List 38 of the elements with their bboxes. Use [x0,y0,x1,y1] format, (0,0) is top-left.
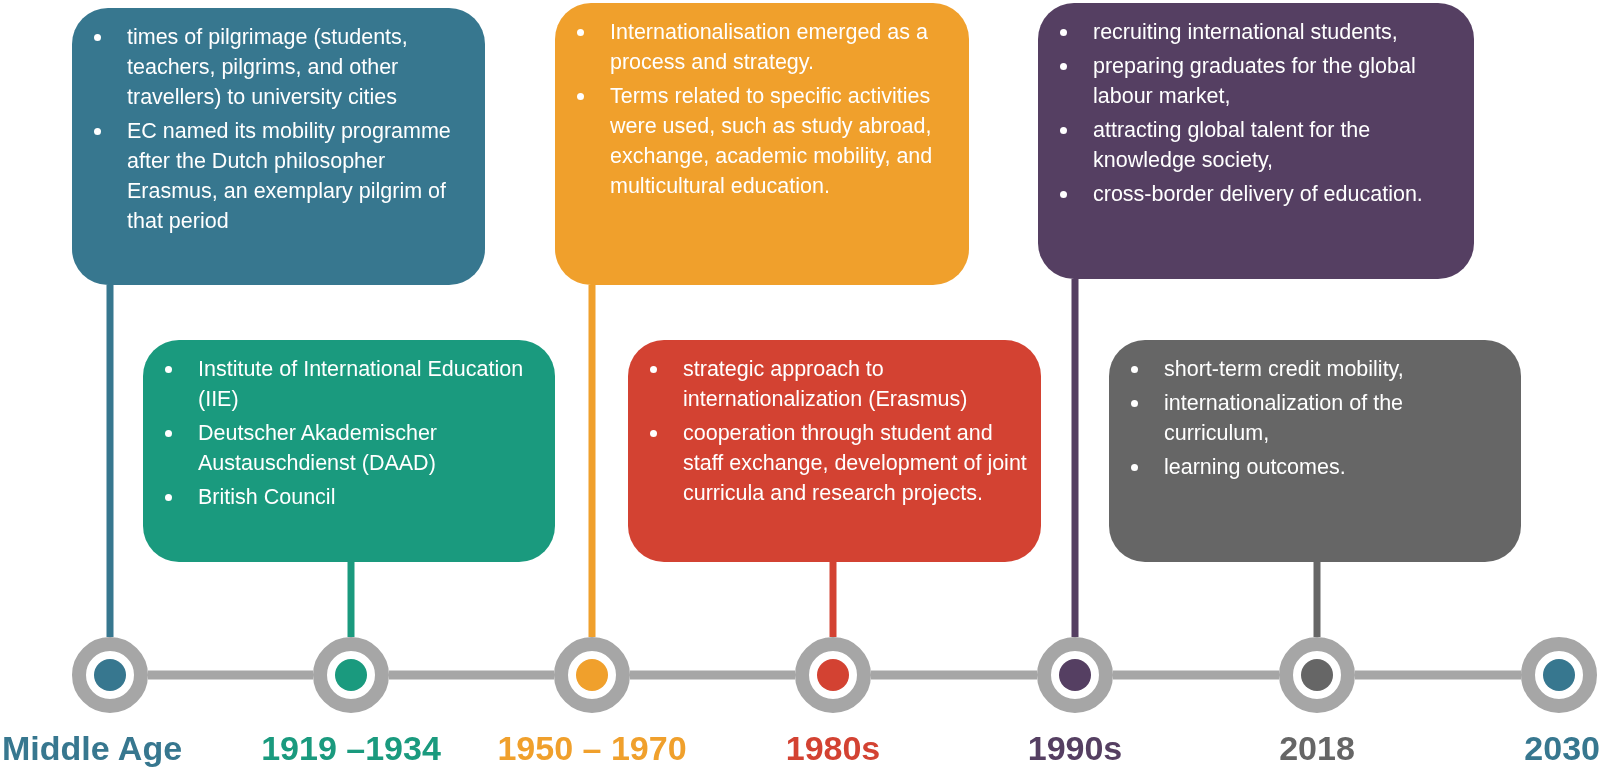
stem-line [1071,279,1079,637]
bullet-text: Internationalisation emerged as a process and strategy. [610,20,928,74]
event-card [1038,3,1474,279]
bullet-text: recruiting international students, [1093,20,1398,44]
timeline-segment [148,670,313,680]
stem-line [106,285,114,637]
stem-line [347,562,355,637]
year-label: 1990s [1027,728,1123,768]
timeline-segment [389,670,554,680]
year-label: Middle Age [2,728,183,768]
year-label: 2030 [1524,728,1600,768]
stem-line [829,562,837,637]
timeline-segment [1113,670,1279,680]
year-label: 2018 [1279,728,1355,768]
stem-line [588,285,596,637]
bullet-text: British Council [198,485,336,509]
stem-line [1313,562,1321,637]
timeline-segment [1355,670,1521,680]
year-label: 1919 –1934 [261,728,441,768]
event-card [143,340,555,562]
event-card [1109,340,1521,562]
timeline-segment [630,670,795,680]
bullet-text: Institute of International Education (IIE) [198,357,524,411]
bullet-text: Deutscher Akademischer Austauschdienst (DAAD) [198,421,437,475]
year-label: 1950 – 1970 [497,728,687,768]
bullet-text: times of pilgrimage (students, teachers, pilgrims, and other travellers) to university cities [127,25,408,109]
timeline-segment [871,670,1037,680]
event-card [628,340,1041,562]
bullet-text: EC named its mobility programme after the Dutch philosopher Erasmus, an exemplary pilgrim of that period [127,119,451,233]
event-card [72,8,485,285]
bullet-text: cooperation through student and staff exchange, development of joint curricula and research projects. [683,421,1027,505]
bullet-text: Terms related to specific activities were used, such as study abroad, exchange, academic mobility, and multicultural education. [610,84,933,198]
year-label: 1980s [785,728,881,768]
bullet-text: learning outcomes. [1164,455,1346,479]
bullet-text: short-term credit mobility, [1164,357,1404,381]
bullet-text: strategic approach to internationalization (Erasmus) [683,357,968,411]
bullet-text: cross-border delivery of education. [1093,182,1423,206]
event-card [555,3,969,285]
